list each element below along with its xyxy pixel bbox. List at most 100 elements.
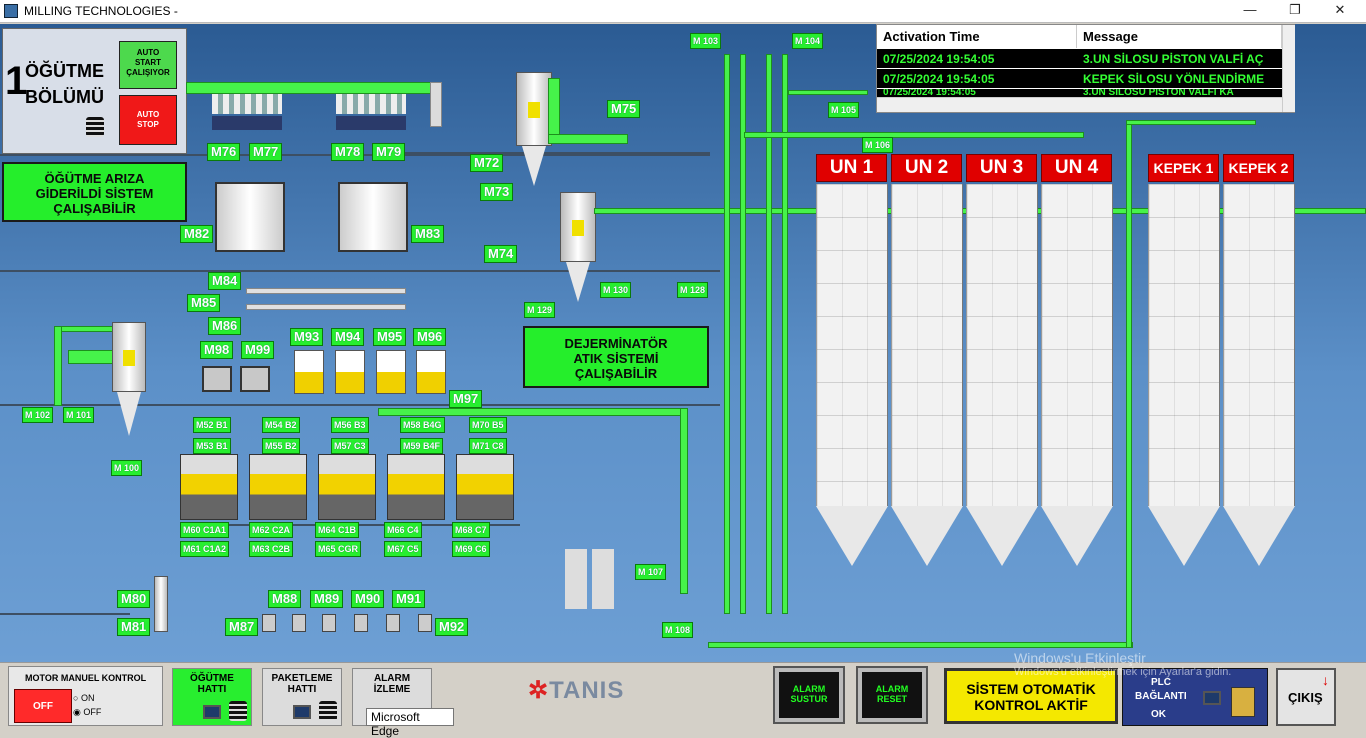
motor-label-m77[interactable]: M77 [249,143,283,161]
motor-label-m67[interactable]: M67 C5 [384,541,422,557]
close-button[interactable]: ✕ [1334,2,1346,17]
motor-label-m57[interactable]: M57 C3 [331,438,369,454]
cyclone-1 [516,72,552,192]
motor-label-m128[interactable]: M 128 [677,282,709,298]
app-icon [4,4,18,18]
motor-label-m81[interactable]: M81 [117,618,151,636]
motor-label-m84[interactable]: M84 [208,272,242,290]
auto-stop-button[interactable]: AUTO STOP [119,95,177,145]
minimize-button[interactable]: — [1243,2,1257,17]
motor-label-m88[interactable]: M88 [268,590,302,608]
silo-header-un4[interactable]: UN 4 [1041,154,1112,182]
motor-label-m107[interactable]: M 107 [635,564,667,580]
motor-label-m55[interactable]: M55 B2 [262,438,300,454]
alarm-silence-button[interactable]: ALARM SUSTUR [773,666,845,724]
radio-on[interactable]: ○ ON [73,693,95,703]
motor-label-m70[interactable]: M70 B5 [469,417,507,433]
motor-label-m94[interactable]: M94 [331,328,365,346]
motor-label-m82[interactable]: M82 [180,225,214,243]
motor-label-m71[interactable]: M71 C8 [469,438,507,454]
motor-label-m105[interactable]: M 105 [828,102,860,118]
nav-grinding-line[interactable]: ÖĞÜTME HATTI [172,668,252,726]
silo-header-kepek1[interactable]: KEPEK 1 [1148,154,1219,182]
manual-off-button[interactable]: OFF [14,689,72,723]
auto-stop-line1: AUTO [136,110,160,119]
motor-label-m61[interactable]: M61 C1A2 [180,541,230,557]
motor-label-m108[interactable]: M 108 [662,622,694,638]
motor-label-m79[interactable]: M79 [372,143,406,161]
silo-header-un1[interactable]: UN 1 [816,154,887,182]
nav-packing-line2: HATTI [287,684,317,695]
radio-off[interactable]: ◉ OFF [73,707,102,717]
motor-label-m97[interactable]: M97 [449,390,483,408]
motor-label-m56[interactable]: M56 B3 [331,417,369,433]
motor-label-m59[interactable]: M59 B4F [400,438,444,454]
motor-label-m104[interactable]: M 104 [792,33,824,49]
motor-label-m75[interactable]: M75 [607,100,641,118]
auto-start-button[interactable]: AUTO START ÇALIŞIYOR [119,41,177,89]
motor-label-m100[interactable]: M 100 [111,460,143,476]
alarm-vscrollbar[interactable] [1282,25,1295,112]
motor-label-m66[interactable]: M66 C4 [384,522,422,538]
motor-label-m60[interactable]: M60 C1A1 [180,522,230,538]
motor-label-m53[interactable]: M53 B1 [193,438,231,454]
motor-label-m98[interactable]: M98 [200,341,234,359]
motor-label-m68[interactable]: M68 C7 [452,522,490,538]
motor-label-m63[interactable]: M63 C2B [249,541,294,557]
silo-kepek2 [1223,184,1295,634]
nav-packing-line[interactable]: PAKETLEME HATTI [262,668,342,726]
motor-label-m130[interactable]: M 130 [600,282,632,298]
motor-label-m69[interactable]: M69 C6 [452,541,490,557]
alarm-row-2-time[interactable]: 07/25/2024 19:54:05 [877,69,1077,88]
alarm-row-1-message[interactable]: 3.UN SİLOSU PİSTON VALFİ AÇ [1077,49,1282,68]
motor-label-m92[interactable]: M92 [435,618,469,636]
alarm-col-message[interactable]: Message [1077,25,1282,48]
section-title-2: BÖLÜMÜ [25,87,104,107]
motor-label-m62[interactable]: M62 C2A [249,522,294,538]
alarm-row-3-message[interactable]: 3.UN SİLOSU PİSTON VALFİ KA [1077,89,1282,97]
motor-label-m73[interactable]: M73 [480,183,514,201]
silo-header-kepek2[interactable]: KEPEK 2 [1223,154,1294,182]
alarm-row-1-time[interactable]: 07/25/2024 19:54:05 [877,49,1077,68]
alarm-row-2-message[interactable]: KEPEK SİLOSU YÖNLENDİRME [1077,69,1282,88]
motor-label-m64[interactable]: M64 C1B [315,522,360,538]
alarm-col-time[interactable]: Activation Time [877,25,1077,48]
motor-label-m89[interactable]: M89 [310,590,344,608]
alarm-reset-button[interactable]: ALARM RESET [856,666,928,724]
motor-label-m103[interactable]: M 103 [690,33,722,49]
motor-label-m54[interactable]: M54 B2 [262,417,300,433]
motor-label-m106[interactable]: M 106 [862,137,894,153]
motor-label-m74[interactable]: M74 [484,245,518,263]
motor-label-m101[interactable]: M 101 [63,407,95,423]
motor-label-m91[interactable]: M91 [392,590,426,608]
restore-button[interactable]: ❐ [1289,2,1301,17]
motor-label-m52[interactable]: M52 B1 [193,417,231,433]
alarm-row-3-time[interactable]: 07/25/2024 19:54:05 [877,89,1077,97]
motor-label-m83[interactable]: M83 [411,225,445,243]
motor-label-m85[interactable]: M85 [187,294,221,312]
packer-m80 [154,576,168,632]
silo-header-un3[interactable]: UN 3 [966,154,1037,182]
silo-un2 [891,184,963,634]
motor-label-m87[interactable]: M87 [225,618,259,636]
motor-label-m95[interactable]: M95 [373,328,407,346]
motor-label-m80[interactable]: M80 [117,590,151,608]
motor-label-m65[interactable]: M65 CGR [315,541,362,557]
motor-label-m76[interactable]: M76 [207,143,241,161]
alarm-hscrollbar[interactable] [877,97,1282,112]
airlock-4 [354,614,368,632]
motor-label-m96[interactable]: M96 [413,328,447,346]
motor-label-m90[interactable]: M90 [351,590,385,608]
motor-label-m78[interactable]: M78 [331,143,365,161]
exit-button[interactable]: ↓ ÇIKIŞ [1276,668,1336,726]
motor-label-m93[interactable]: M93 [290,328,324,346]
motor-label-m58[interactable]: M58 B4G [400,417,445,433]
motor-label-m129[interactable]: M 129 [524,302,556,318]
motor-label-m72[interactable]: M72 [470,154,504,172]
nav-alarm-line2: İZLEME [373,684,411,695]
motor-label-m99[interactable]: M99 [241,341,275,359]
motor-label-m86[interactable]: M86 [208,317,242,335]
motor-label-m102[interactable]: M 102 [22,407,54,423]
silo-header-un2[interactable]: UN 2 [891,154,962,182]
alarm-table[interactable]: Activation Time Message 07/25/2024 19:54… [876,24,1295,113]
